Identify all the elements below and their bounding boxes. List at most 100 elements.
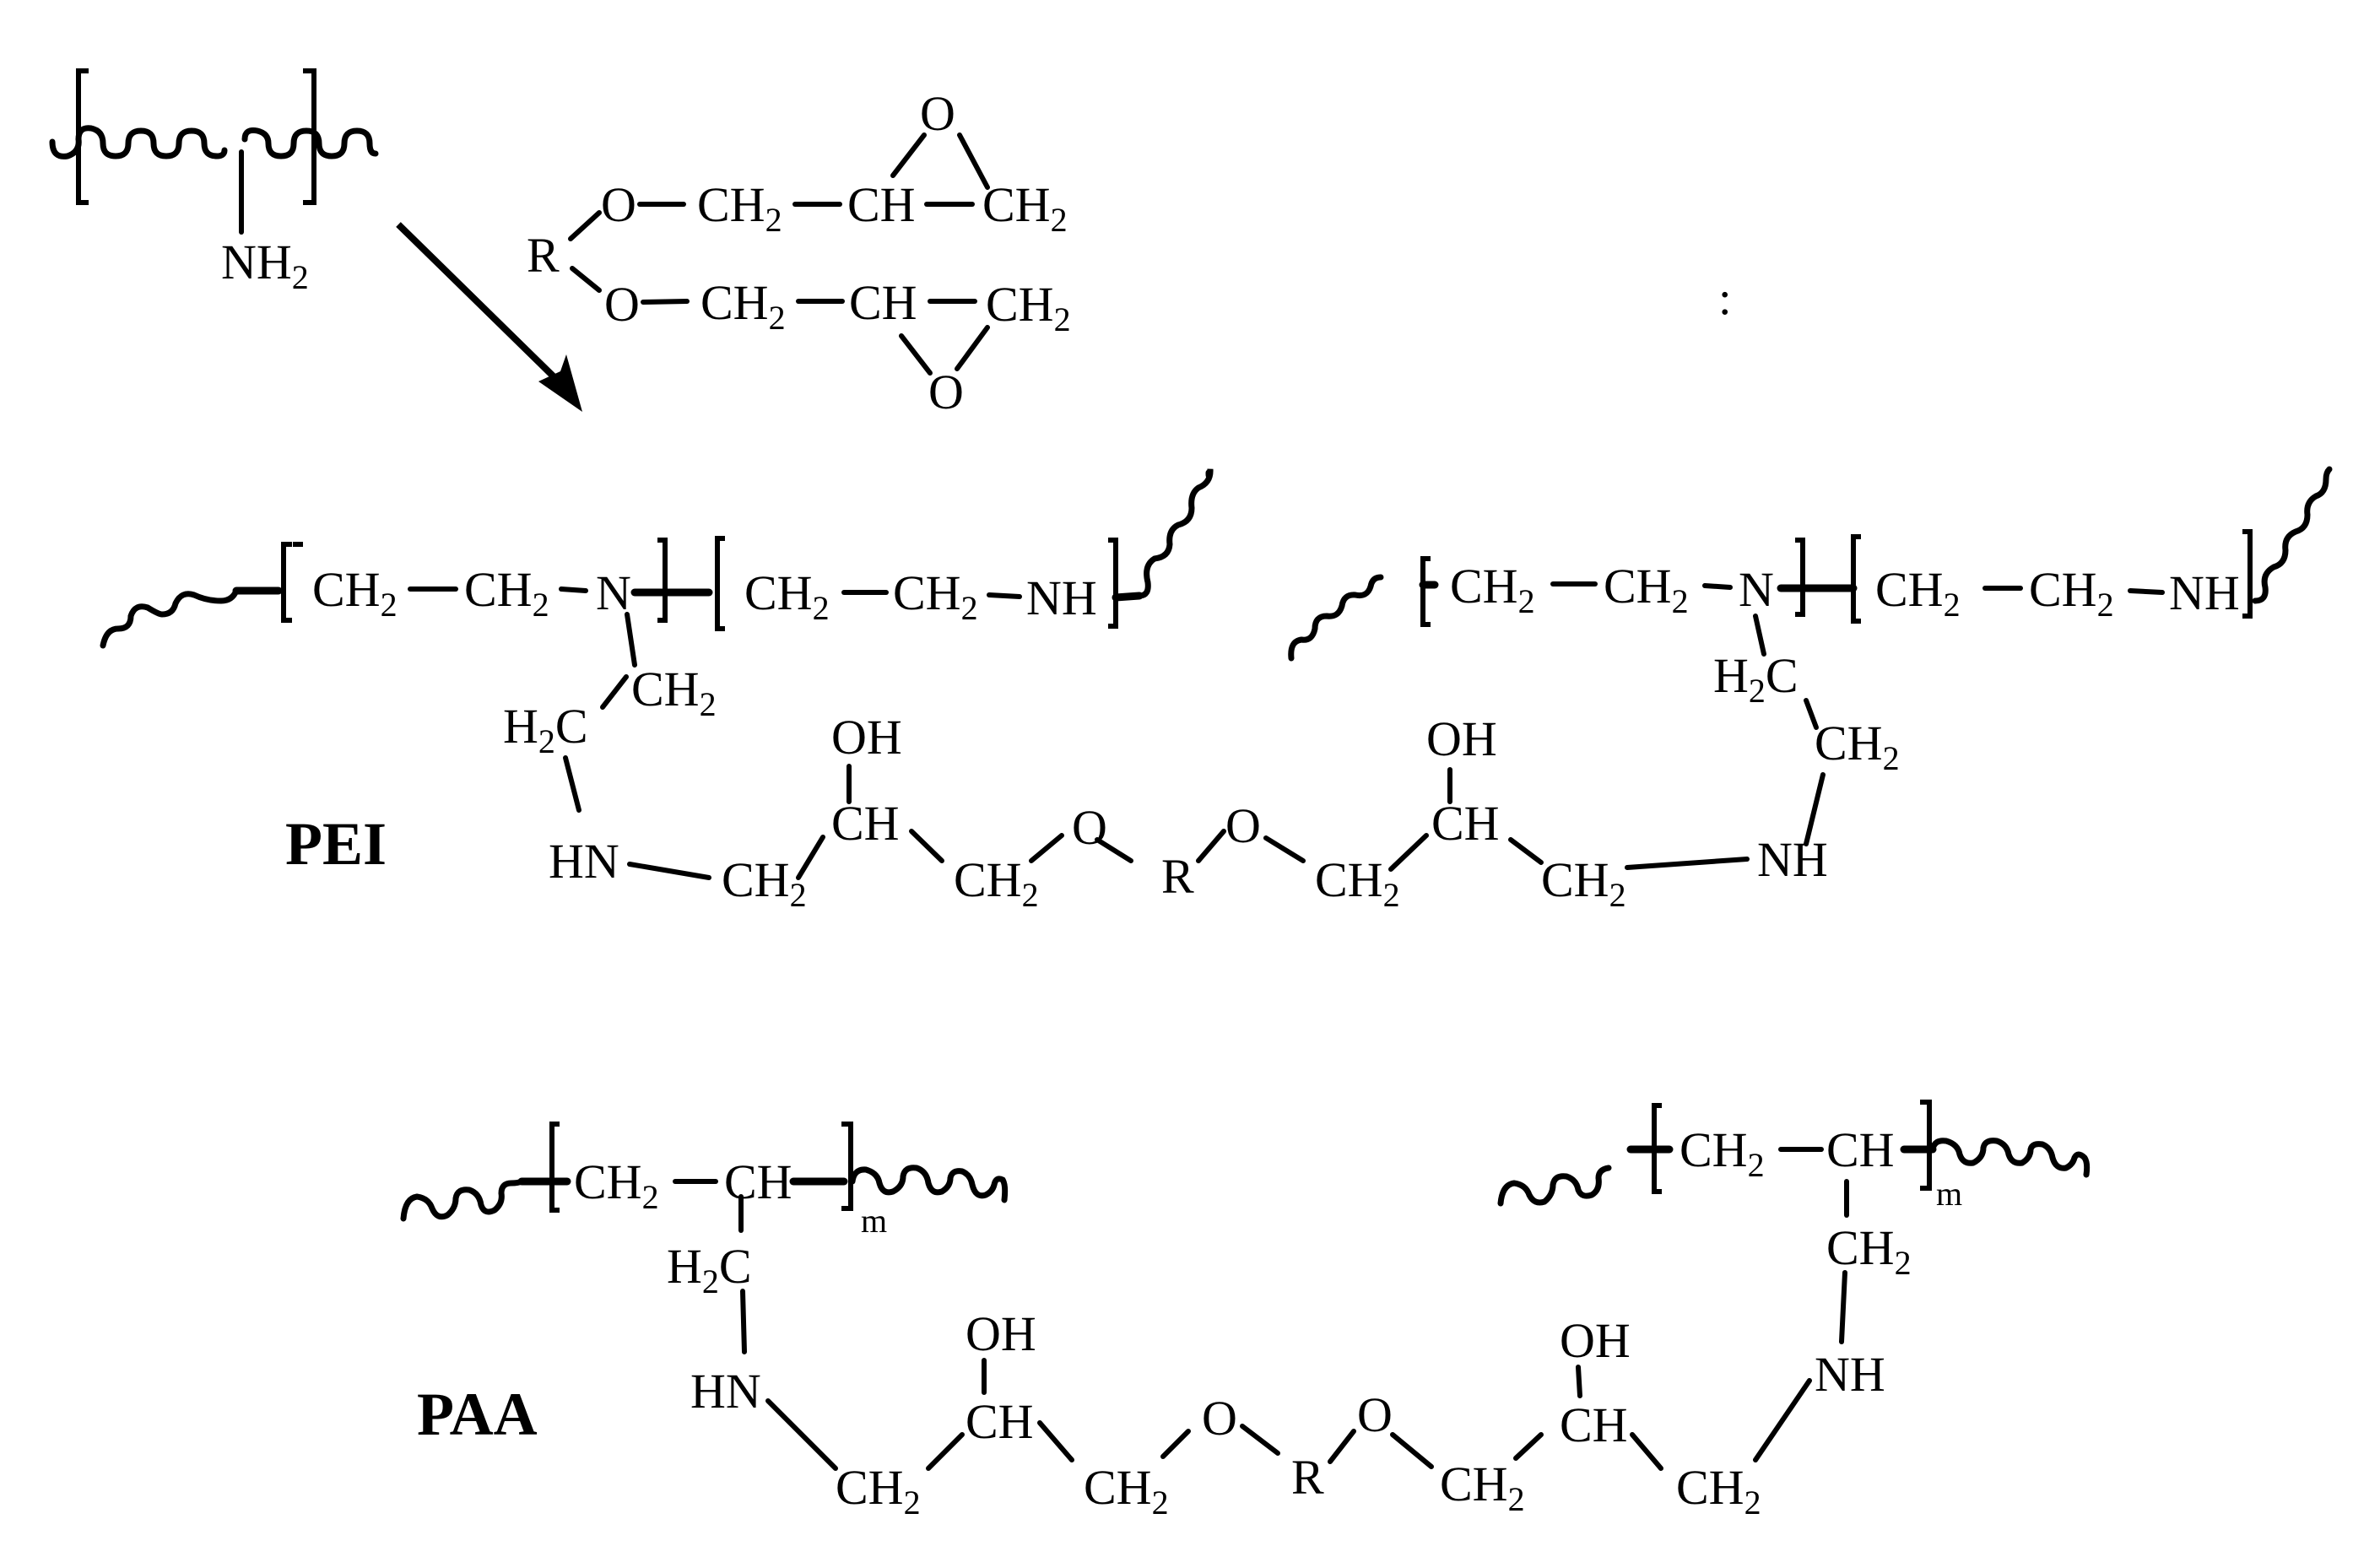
- bond: [1390, 1432, 1434, 1469]
- bond: [1804, 772, 1826, 846]
- pei-l-ch2-4: CH2: [893, 565, 978, 627]
- bond: [1513, 1432, 1544, 1461]
- pei-label: PEI: [285, 810, 387, 878]
- pei-bridge-oh-2: OH: [1426, 711, 1497, 766]
- pei-bridge-ch-1: CH: [831, 796, 900, 851]
- bond: [957, 132, 990, 190]
- right-bracket-unit2: [1108, 538, 1118, 629]
- bond-r-o-bottom: [570, 266, 602, 293]
- bond: [627, 862, 711, 880]
- pei-l-ch2-2: CH2: [464, 562, 549, 624]
- paa-bridge-ch-2: CH: [1560, 1397, 1628, 1452]
- top-epoxide-ring-o: O: [920, 86, 955, 141]
- bond: [2128, 588, 2165, 595]
- pei-r-n: N: [1739, 562, 1774, 617]
- bond: [987, 592, 1022, 599]
- top-epoxide-ch: CH: [847, 177, 916, 232]
- bottom-epoxide-ch: CH: [849, 275, 917, 330]
- paa-bridge-oh-1: OH: [966, 1306, 1036, 1361]
- pei-bridge-ch2-3: CH2: [1315, 852, 1400, 914]
- crosslinker-r-core: R: [527, 228, 560, 283]
- bond: [559, 587, 588, 593]
- pei-bridge-ch2-1: CH2: [722, 852, 807, 914]
- pei-r-ch2-4: CH2: [2029, 562, 2114, 624]
- bottom-ether-o: O: [604, 277, 640, 332]
- pei-l-nh: NH: [1026, 570, 1097, 625]
- top-ch2-a: CH2: [697, 177, 782, 239]
- bond: [796, 835, 825, 880]
- left-bracket: [1420, 556, 1431, 627]
- pei-r-nh: NH: [2169, 565, 2240, 620]
- paa-l-ch2: CH2: [574, 1154, 659, 1216]
- chain-end-wave-icon: [1288, 574, 1384, 662]
- paa-label: PAA: [417, 1381, 538, 1448]
- top-ether-o: O: [601, 177, 636, 232]
- right-bracket-unit1: [1795, 538, 1805, 617]
- paa-bridge-ch2-2: CH2: [1084, 1460, 1169, 1522]
- pei-r-ch2-1: CH2: [1450, 559, 1535, 620]
- right-bracket-unit1: [657, 538, 668, 623]
- paa-bridge-ch2-1: CH2: [836, 1460, 921, 1522]
- pei-bridge-o-1: O: [1072, 800, 1107, 855]
- pei-l-n: N: [596, 565, 631, 620]
- chain-end-wave-icon: [1929, 1138, 2091, 1178]
- right-bracket: [303, 68, 316, 205]
- pei-l-hn: HN: [549, 834, 619, 889]
- paa-r-ch2: CH2: [1680, 1122, 1765, 1184]
- polymer-chain-wave-right-icon: [241, 127, 379, 159]
- reactant-polymer: NH2: [49, 68, 379, 296]
- bond: [1839, 1270, 1847, 1344]
- bottom-epoxide-ring-o: O: [928, 365, 964, 419]
- bond: [1576, 1365, 1582, 1398]
- left-bracket: [76, 68, 89, 205]
- paa-bridge-o-2: O: [1357, 1387, 1393, 1442]
- bond: [1095, 837, 1133, 863]
- paa-bridge-ch2-3: CH2: [1440, 1457, 1525, 1518]
- bond: [1753, 1378, 1812, 1462]
- paa-bridge-ch2-4: CH2: [1676, 1460, 1761, 1522]
- bond: [1328, 1429, 1356, 1464]
- paa-r-repeat-m: m: [1936, 1175, 1962, 1213]
- pei-bridge-ch-2: CH: [1431, 796, 1500, 851]
- paa-r-branch-ch2: CH2: [1826, 1220, 1912, 1282]
- pei-bridge-o-2: O: [1225, 798, 1261, 853]
- bond: [1702, 583, 1733, 590]
- chain-end-wave-icon: [100, 587, 240, 649]
- paa-l-ch: CH: [724, 1154, 792, 1209]
- bond: [765, 1398, 838, 1471]
- left-bracket: [549, 1122, 560, 1213]
- pei-r-branch-h2c: H2C: [1713, 648, 1799, 710]
- bond: [625, 612, 637, 668]
- diepoxide-crosslinker: R O CH2 CH CH2 O O CH2 CH CH2 O: [527, 86, 1071, 419]
- paa-r-nh: NH: [1815, 1347, 1885, 1402]
- bond-r-o-top: [568, 210, 602, 241]
- pei-r-nh-branch: NH: [1757, 832, 1828, 887]
- amine-label: NH2: [221, 235, 309, 296]
- bond: [899, 333, 933, 376]
- pei-bridge-r-core: R: [1161, 849, 1194, 904]
- left-bracket-unit2: [715, 536, 725, 631]
- bond: [1240, 1424, 1280, 1456]
- pei-bridge-oh-1: OH: [831, 710, 902, 765]
- right-bracket: [841, 1122, 853, 1211]
- bond: [926, 1432, 965, 1471]
- bond: [1388, 833, 1429, 872]
- paa-bridge-r-core: R: [1291, 1450, 1324, 1505]
- pei-l-branch-h2c: H2C: [503, 699, 588, 760]
- pei-product: PEI CH2 CH2 N CH2 CH2 NH CH2 H2C HN CH2 …: [100, 466, 2333, 914]
- paa-l-hn: HN: [690, 1364, 761, 1419]
- bond: [909, 829, 944, 863]
- bond: [600, 674, 629, 710]
- bottom-ch2-a: CH2: [700, 275, 786, 337]
- bond: [563, 755, 581, 813]
- bond: [740, 1289, 747, 1354]
- pei-r-ch2-2: CH2: [1604, 559, 1689, 620]
- bottom-epoxide-ch2: CH2: [986, 277, 1071, 338]
- bond: [1508, 837, 1544, 865]
- paa-r-ch: CH: [1826, 1122, 1895, 1177]
- pei-r-ch2-3: CH2: [1875, 562, 1961, 624]
- paa-product: PAA CH2 CH m H2C HN CH2 CH OH CH2 O R O …: [400, 1100, 2091, 1522]
- pei-l-ch2-3: CH2: [744, 565, 830, 627]
- pei-r-branch-ch2: CH2: [1815, 716, 1900, 777]
- bond: [955, 325, 990, 371]
